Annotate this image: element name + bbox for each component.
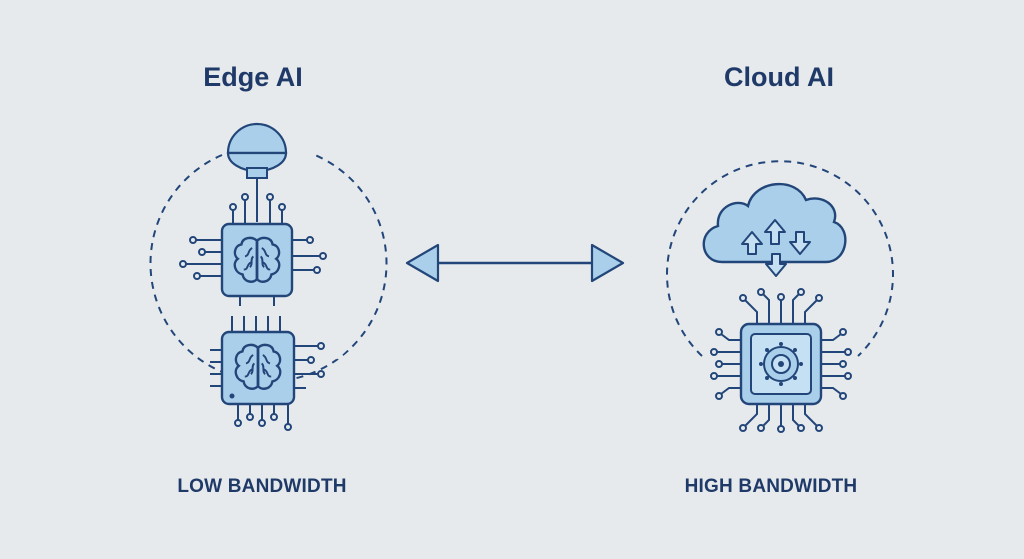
double-arrow-icon xyxy=(405,243,625,283)
brain-chip-icon xyxy=(179,193,327,306)
low-bandwidth-label: LOW BANDWIDTH xyxy=(177,476,347,497)
cloud-ai-title: Cloud AI xyxy=(724,62,834,92)
cloud-dashed-loop xyxy=(666,160,894,357)
processor-chip-icon xyxy=(710,288,852,433)
cloud-icon xyxy=(702,183,847,277)
high-bandwidth-label: HIGH BANDWIDTH xyxy=(684,476,858,497)
brain-chip-icon xyxy=(210,316,325,431)
sensor-dome-icon xyxy=(226,122,288,222)
edge-ai-title: Edge AI xyxy=(203,62,303,92)
